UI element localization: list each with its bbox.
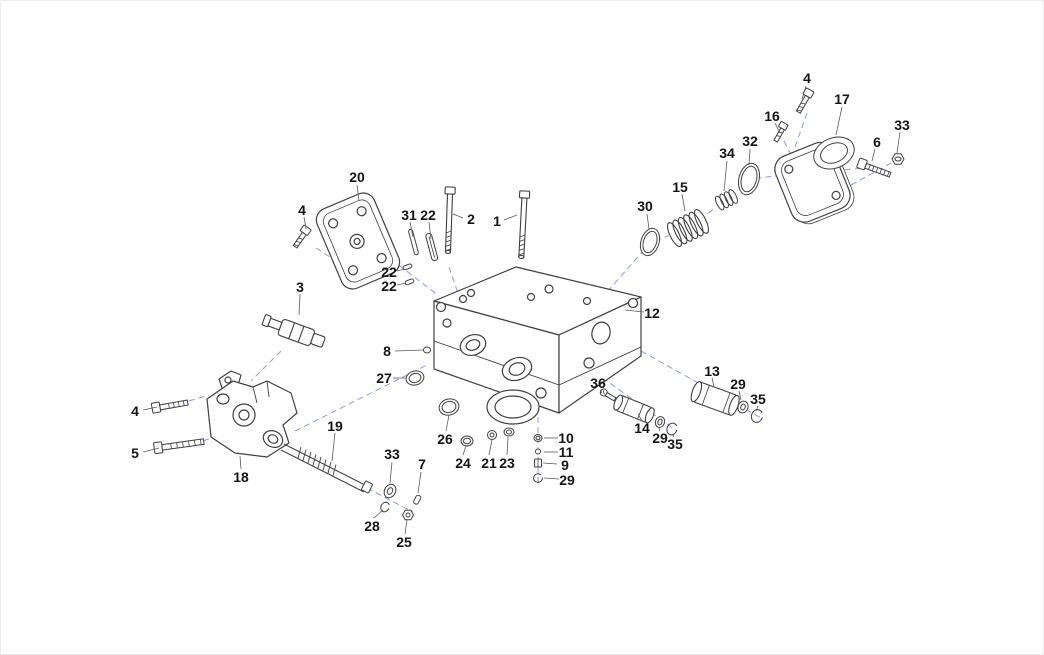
callout-label: 7 — [418, 456, 426, 472]
callout-label: 16 — [764, 108, 780, 124]
piston-13 — [690, 381, 740, 416]
callout-label: 26 — [437, 431, 453, 447]
callout-label: 19 — [327, 418, 343, 434]
callout-label: 6 — [873, 134, 881, 150]
callout-label: 17 — [834, 91, 850, 107]
washer-33-left — [383, 483, 397, 499]
callout-label: 3 — [296, 279, 304, 295]
spring-15 — [662, 205, 714, 251]
callout-label: 24 — [455, 455, 471, 471]
bolt-5-left — [153, 438, 205, 455]
callout-label: 25 — [396, 534, 412, 550]
callout-label: 34 — [719, 145, 735, 161]
nut-25 — [401, 509, 415, 521]
callout-label: 36 — [590, 375, 606, 391]
screw-36 — [599, 388, 617, 402]
solenoid-valve — [261, 314, 326, 348]
callout-label: 29 — [652, 430, 668, 446]
callout-label: 4 — [131, 403, 139, 419]
callout-label: 2 — [467, 211, 475, 227]
callout-label: 33 — [384, 446, 400, 462]
callout-label: 22 — [420, 207, 436, 223]
ring-29-b — [654, 416, 666, 428]
control-rod — [280, 443, 373, 494]
callout-label: 29 — [730, 376, 746, 392]
pin-7 — [413, 494, 422, 505]
plug-8 — [423, 346, 431, 354]
callout-label: 9 — [561, 457, 569, 473]
callout-label: 21 — [481, 455, 497, 471]
spring-pin-22 — [425, 232, 439, 262]
bolt-2 — [444, 186, 456, 255]
callout-label: 15 — [672, 179, 688, 195]
cover-plate — [315, 192, 401, 290]
o-ring-30 — [639, 227, 661, 257]
ball-11 — [535, 448, 541, 455]
callout-label: 22 — [381, 278, 397, 294]
callout-label: 33 — [894, 117, 910, 133]
o-ring-24 — [460, 435, 474, 447]
callout-label: 30 — [637, 198, 653, 214]
callout-label: 12 — [644, 305, 660, 321]
ring-23 — [503, 427, 515, 437]
ring-29-a — [737, 400, 749, 414]
callout-leader-lines — [142, 85, 901, 535]
callout-label: 8 — [383, 343, 391, 359]
callout-label: 5 — [131, 445, 139, 461]
seal-ring-17 — [813, 136, 855, 170]
callout-label: 18 — [233, 469, 249, 485]
bolt-4-plate — [292, 224, 312, 249]
callout-label: 35 — [750, 391, 766, 407]
washer-10 — [533, 434, 543, 442]
callout-label: 14 — [634, 420, 650, 436]
bolt-1 — [518, 190, 531, 260]
spring-34 — [709, 184, 743, 216]
bushing-14 — [613, 394, 655, 424]
callout-label: 29 — [559, 472, 575, 488]
o-ring-32 — [737, 162, 761, 196]
bolt-6 — [856, 157, 892, 178]
callout-label: 31 — [401, 207, 417, 223]
o-ring-27 — [405, 370, 425, 386]
plug-21 — [487, 430, 497, 440]
callout-label: 11 — [558, 444, 574, 460]
pin-22-a — [402, 263, 413, 271]
callout-label: 27 — [376, 370, 392, 386]
callout-label: 32 — [742, 133, 758, 149]
callout-label: 23 — [499, 455, 515, 471]
callout-label: 4 — [803, 70, 811, 86]
o-ring-26 — [438, 398, 460, 416]
callout-label: 13 — [704, 363, 720, 379]
nut-33-right — [891, 153, 905, 165]
callout-label: 22 — [381, 264, 397, 280]
callout-label: 4 — [298, 202, 306, 218]
snap-ring-29-stack — [533, 473, 543, 483]
snap-ring-35-b — [666, 422, 678, 436]
callout-label: 28 — [364, 518, 380, 534]
callout-label: 10 — [558, 430, 574, 446]
callout-label: 1 — [493, 213, 501, 229]
snap-ring-28 — [380, 501, 390, 513]
plug-9 — [534, 458, 542, 468]
pin-31 — [408, 228, 419, 256]
bolt-16 — [773, 121, 789, 143]
valve-body — [433, 266, 642, 425]
callout-label: 35 — [667, 436, 683, 452]
callout-label: 20 — [349, 169, 365, 185]
bolt-4-top — [795, 87, 815, 114]
pump-assembly — [206, 370, 298, 458]
